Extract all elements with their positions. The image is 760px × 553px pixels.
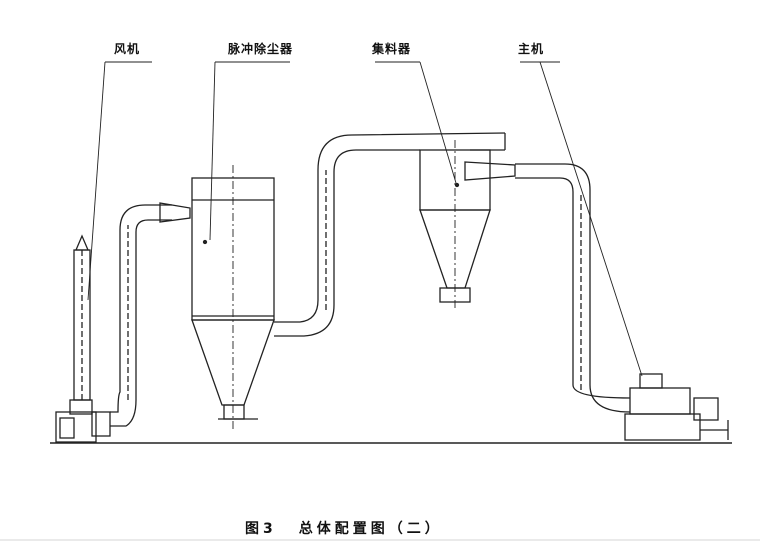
collector-cyclone bbox=[419, 140, 491, 310]
main-machine bbox=[624, 373, 729, 441]
figure-title: 总体配置图（二） bbox=[298, 521, 443, 537]
figure-caption: 图3 总体配置图（二） bbox=[245, 518, 465, 538]
leader-lines bbox=[87, 61, 643, 377]
pipe-collector-to-main-machine bbox=[464, 161, 631, 413]
pipe-dust-collector-to-collector bbox=[274, 132, 506, 337]
figure-number: 图3 bbox=[245, 521, 277, 537]
label-collector: 集料器 bbox=[372, 42, 412, 56]
label-fan: 风机 bbox=[114, 42, 141, 56]
fan bbox=[55, 234, 111, 443]
pipe-fan-to-dust-collector bbox=[110, 202, 191, 427]
label-pulse-dust-collector: 脉冲除尘器 bbox=[228, 42, 294, 56]
pulse-dust-collector bbox=[191, 165, 275, 430]
label-main-machine: 主机 bbox=[518, 42, 545, 56]
